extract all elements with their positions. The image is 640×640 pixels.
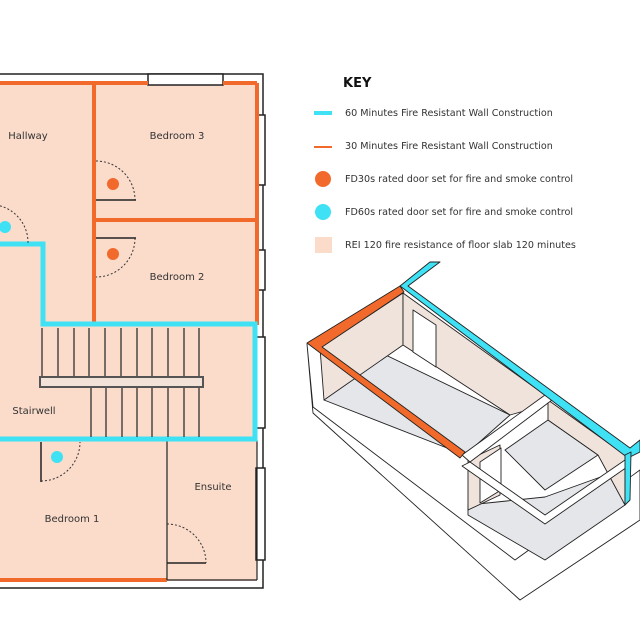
orange-dot-icon [315,171,331,187]
key-label-fd60: FD60s rated door set for fire and smoke … [345,207,573,218]
door-bedroom3 [95,160,136,201]
floor-plan: Hallway Bedroom 3 Bedroom 2 Stairwell En… [0,73,266,589]
floor-slab [0,82,257,581]
key-label-rei120: REI 120 fire resistance of floor slab 12… [345,240,576,251]
room-label-ensuite: Ensuite [194,482,231,493]
door-bedroom1 [40,441,81,482]
iso-wall-60min-vertical [624,451,632,506]
key-label-60min-wall: 60 Minutes Fire Resistant Wall Construct… [345,108,553,119]
wall-60min-stairwell [0,241,258,442]
room-label-bedroom1: Bedroom 1 [45,514,100,525]
room-label-hallway: Hallway [8,131,48,142]
fd60-door-icon [0,221,11,233]
key-label-30min-wall: 30 Minutes Fire Resistant Wall Construct… [345,141,553,152]
outer-wall [0,73,264,589]
peach-square-icon [315,237,332,253]
fd30-door-icon [107,178,119,190]
door-ensuite [166,523,207,564]
window-top [147,73,224,86]
window-ensuite [255,467,266,561]
iso-wall-60min [399,261,640,459]
iso-door-1 [412,309,437,368]
cyan-dot-icon [315,204,331,220]
fd30-door-icon [107,248,119,260]
key-legend: KEY 60 Minutes Fire Resistant Wall Const… [314,76,576,253]
stair-handrail [39,376,204,388]
fd60-door-icon [51,451,63,463]
staircase [41,328,200,437]
room-label-bedroom3: Bedroom 3 [150,131,205,142]
isometric-view [306,261,640,601]
key-title: KEY [343,76,372,91]
key-label-fd30: FD30s rated door set for fire and smoke … [345,174,573,185]
door-bedroom2 [95,237,136,278]
room-label-stairwell: Stairwell [12,406,55,417]
room-label-bedroom2: Bedroom 2 [150,272,205,283]
door-hallway [0,205,29,244]
